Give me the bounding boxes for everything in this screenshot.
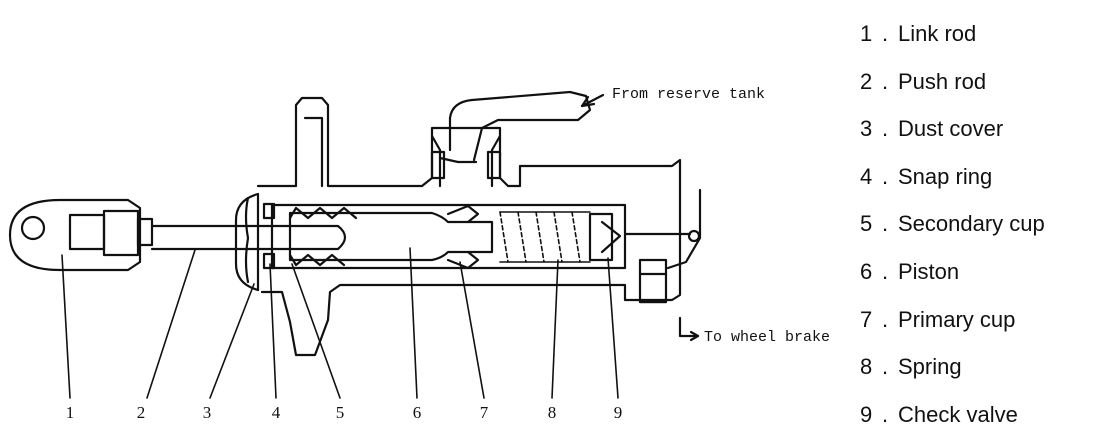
legend-label: Piston [898,258,960,284]
legend-number: 7 [860,306,873,332]
legend-label: Check valve [898,401,1018,427]
legend-label: Dust cover [898,116,1004,142]
part-number-2: 2 [137,403,146,422]
legend-number: 9 [860,401,873,427]
part-number-1: 1 [66,403,75,422]
inlet-fitting-shape [430,90,592,180]
outlet-fitting-shape [638,258,668,304]
spring-shape [499,211,591,263]
reserve-tank-arrow [580,93,605,108]
legend-label: Spring [898,354,962,380]
cylinder-body-shape [256,96,702,357]
legend-number: 1 [860,21,873,46]
part-number-7: 7 [480,403,489,422]
legend-number: 2 [860,68,873,94]
legend-item-snap-ring: 4.Snap ring [860,153,1092,201]
legend-item-primary-cup: 7.Primary cup [860,296,1092,344]
legend-label: Link rod [898,21,977,46]
part-number-9: 9 [614,403,623,422]
legend-item-secondary-cup: 5.Secondary cup [860,200,1092,248]
check-valve-shape [588,212,701,262]
legend-item-push-rod: 2.Push rod [860,58,1092,106]
legend-number: 4 [860,163,873,189]
parts-legend: 1.Link rod 2.Push rod 3.Dust cover 4.Sna… [860,10,1092,438]
legend-item-check-valve: 9.Check valve [860,391,1092,438]
part-number-3: 3 [203,403,212,422]
part-number-4: 4 [272,403,281,422]
from-reserve-tank-label: From reserve tank [612,86,765,103]
snap-ring-shape [262,202,276,270]
legend-item-dust-cover: 3.Dust cover [860,105,1092,153]
wheel-brake-arrow [678,316,700,342]
part-number-5: 5 [336,403,345,422]
link-rod-shape [8,198,154,272]
legend-number: 6 [860,258,873,284]
legend-item-piston: 6.Piston [860,248,1092,296]
primary-cup-shape [446,204,480,270]
legend-label: Snap ring [898,163,993,189]
master-cylinder-diagram: From reserve tank To wheel brake 1 2 3 4… [8,86,830,422]
to-wheel-brake-label: To wheel brake [704,329,830,346]
bore-shape [270,203,627,270]
part-number-6: 6 [413,403,422,422]
piston-shape [288,206,494,267]
legend-item-spring: 8.Spring [860,343,1092,391]
legend-number: 5 [860,211,873,237]
legend-label: Primary cup [898,306,1016,332]
legend-label: Secondary cup [898,211,1045,237]
legend-item-link-rod: 1.Link rod [860,10,1092,58]
push-rod-shape [150,224,347,251]
leader-lines [61,247,619,399]
legend-number: 3 [860,116,873,142]
dust-cover-shape [234,192,260,292]
legend-number: 8 [860,354,873,380]
legend-label: Push rod [898,68,987,94]
part-number-8: 8 [548,403,557,422]
